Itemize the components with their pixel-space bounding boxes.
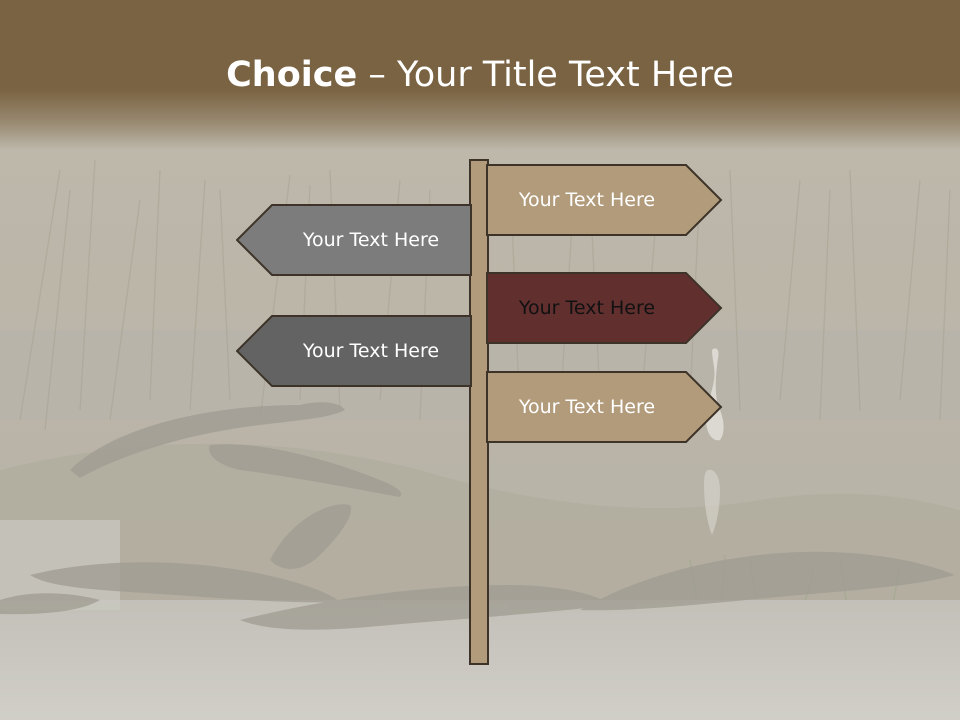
slide-title: Choice – Your Title Text Here — [0, 52, 960, 98]
sign-label: Your Text Here — [518, 189, 656, 211]
arrow-shape — [486, 371, 723, 443]
signpost-arrow-left-upper[interactable]: Your Text Here — [236, 204, 472, 276]
sign-label: Your Text Here — [518, 297, 656, 319]
arrow-shape — [236, 315, 472, 387]
signpost-arrow-right-bottom[interactable]: Your Text Here — [486, 371, 724, 443]
sign-label: Your Text Here — [302, 340, 440, 362]
title-bold-word: Choice — [226, 55, 358, 95]
arrow-shape — [236, 204, 472, 276]
signpost-arrow-right-top[interactable]: Your Text Here — [486, 164, 724, 236]
sign-label: Your Text Here — [518, 396, 656, 418]
arrow-shape — [486, 272, 723, 344]
signpost-arrow-left-lower[interactable]: Your Text Here — [236, 315, 472, 387]
title-band — [0, 0, 960, 150]
title-rest-text: – Your Title Text Here — [357, 55, 734, 95]
signpost-arrow-right-middle[interactable]: Your Text Here — [486, 272, 724, 344]
sign-label: Your Text Here — [302, 229, 440, 251]
arrow-shape — [486, 164, 723, 236]
